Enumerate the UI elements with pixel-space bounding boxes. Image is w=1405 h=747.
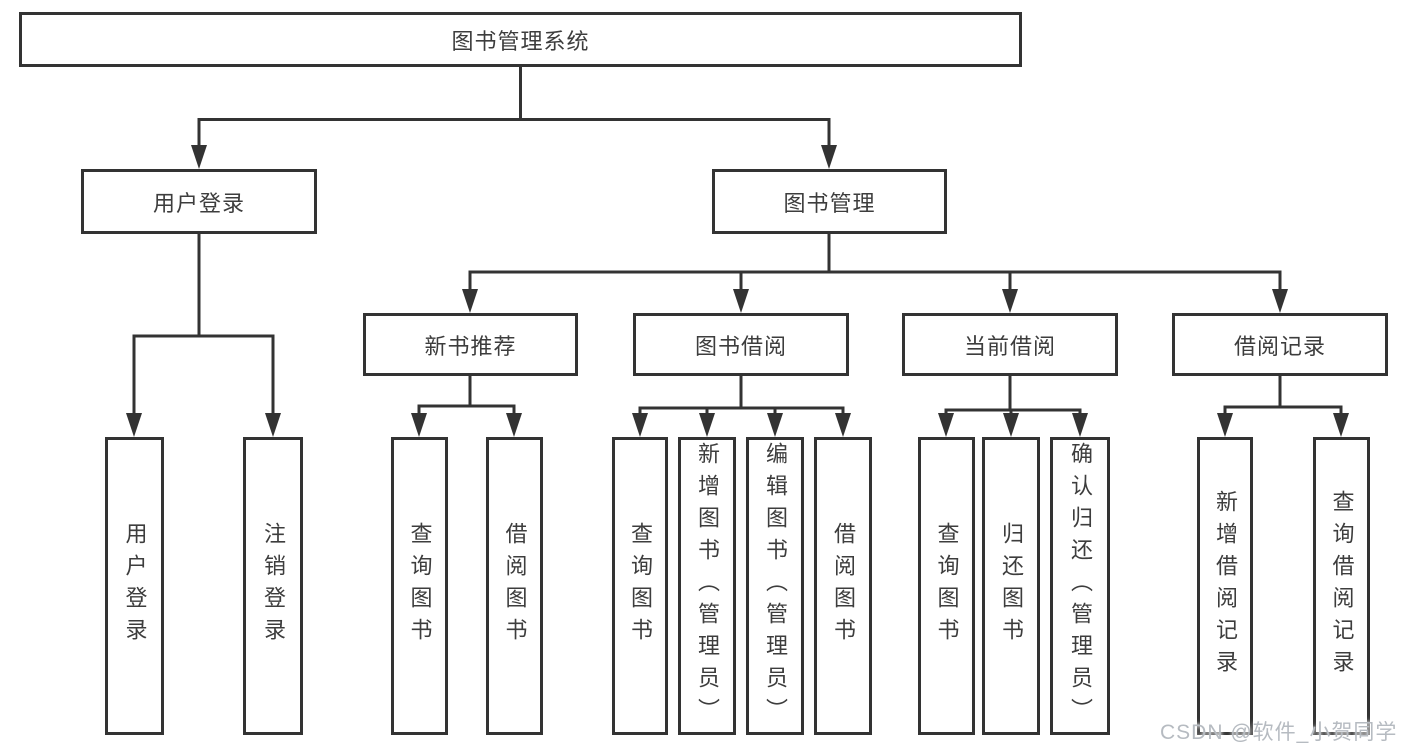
- node-root-label: 图书管理系统: [451, 28, 590, 54]
- arrowhead-icon: [265, 413, 281, 437]
- node-book-management-label: 图书管理: [783, 190, 876, 216]
- node-book-borrow: 图书借阅: [633, 313, 849, 376]
- arrowhead-icon: [1003, 413, 1019, 437]
- leaf-borrow-book-1: 借阅图书: [486, 437, 543, 735]
- node-user-login-label: 用户登录: [152, 190, 245, 216]
- leaf-query-borrow-record-label: 查询借阅记录: [1329, 490, 1355, 682]
- node-user-login: 用户登录: [81, 169, 317, 234]
- tree-connectors: [126, 67, 1349, 437]
- arrowhead-icon: [699, 413, 715, 437]
- leaf-query-book-2: 查询图书: [612, 437, 668, 735]
- arrowhead-icon: [411, 413, 427, 437]
- arrowhead-icon: [767, 413, 783, 437]
- node-book-management: 图书管理: [712, 169, 947, 234]
- leaf-logout-label: 注销登录: [261, 522, 286, 650]
- leaf-return-book-label: 归还图书: [999, 522, 1024, 650]
- leaf-confirm-return-admin: 确认归还（管理员）: [1050, 437, 1110, 735]
- node-borrow-records-label: 借阅记录: [1233, 333, 1326, 359]
- arrowhead-icon: [1072, 413, 1088, 437]
- node-current-borrow-label: 当前借阅: [963, 333, 1056, 359]
- leaf-query-book-1: 查询图书: [391, 437, 448, 735]
- node-root: 图书管理系统: [19, 12, 1022, 67]
- leaf-query-book-3: 查询图书: [918, 437, 975, 735]
- arrowhead-icon: [506, 413, 522, 437]
- node-book-borrow-label: 图书借阅: [694, 333, 787, 359]
- leaf-query-borrow-record: 查询借阅记录: [1313, 437, 1370, 735]
- leaf-query-book-3-label: 查询图书: [934, 522, 960, 650]
- arrowhead-icon: [1333, 413, 1349, 437]
- leaf-add-borrow-record-label: 新增借阅记录: [1213, 490, 1238, 682]
- arrowhead-icon: [191, 145, 207, 169]
- leaf-logout: 注销登录: [243, 437, 303, 735]
- arrowhead-icon: [126, 413, 142, 437]
- watermark: CSDN @软件_小贺同学: [1160, 721, 1398, 744]
- leaf-return-book: 归还图书: [982, 437, 1040, 735]
- arrowhead-icon: [1002, 289, 1018, 313]
- leaf-add-book-admin: 新增图书（管理员）: [678, 437, 736, 735]
- node-borrow-records: 借阅记录: [1172, 313, 1388, 376]
- leaf-confirm-return-admin-label: 确认归还（管理员）: [1068, 442, 1093, 730]
- node-current-borrow: 当前借阅: [902, 313, 1118, 376]
- arrowhead-icon: [938, 413, 954, 437]
- node-new-book-recommend-label: 新书推荐: [424, 333, 517, 359]
- leaf-borrow-book-2: 借阅图书: [814, 437, 872, 735]
- leaf-borrow-book-2-label: 借阅图书: [831, 522, 856, 650]
- leaf-add-borrow-record: 新增借阅记录: [1197, 437, 1253, 735]
- leaf-edit-book-admin: 编辑图书（管理员）: [746, 437, 804, 735]
- leaf-add-book-admin-label: 新增图书（管理员）: [695, 442, 720, 730]
- arrowhead-icon: [462, 289, 478, 313]
- leaf-query-book-2-label: 查询图书: [628, 522, 653, 650]
- leaf-user-login: 用户登录: [105, 437, 164, 735]
- node-new-book-recommend: 新书推荐: [363, 313, 578, 376]
- leaf-user-login-label: 用户登录: [122, 522, 148, 650]
- leaf-query-book-1-label: 查询图书: [407, 522, 433, 650]
- arrowhead-icon: [1217, 413, 1233, 437]
- arrowhead-icon: [632, 413, 648, 437]
- leaf-edit-book-admin-label: 编辑图书（管理员）: [763, 442, 788, 730]
- arrowhead-icon: [821, 145, 837, 169]
- arrowhead-icon: [1272, 289, 1288, 313]
- arrowhead-icon: [733, 289, 749, 313]
- leaf-borrow-book-1-label: 借阅图书: [502, 522, 528, 650]
- arrowhead-icon: [835, 413, 851, 437]
